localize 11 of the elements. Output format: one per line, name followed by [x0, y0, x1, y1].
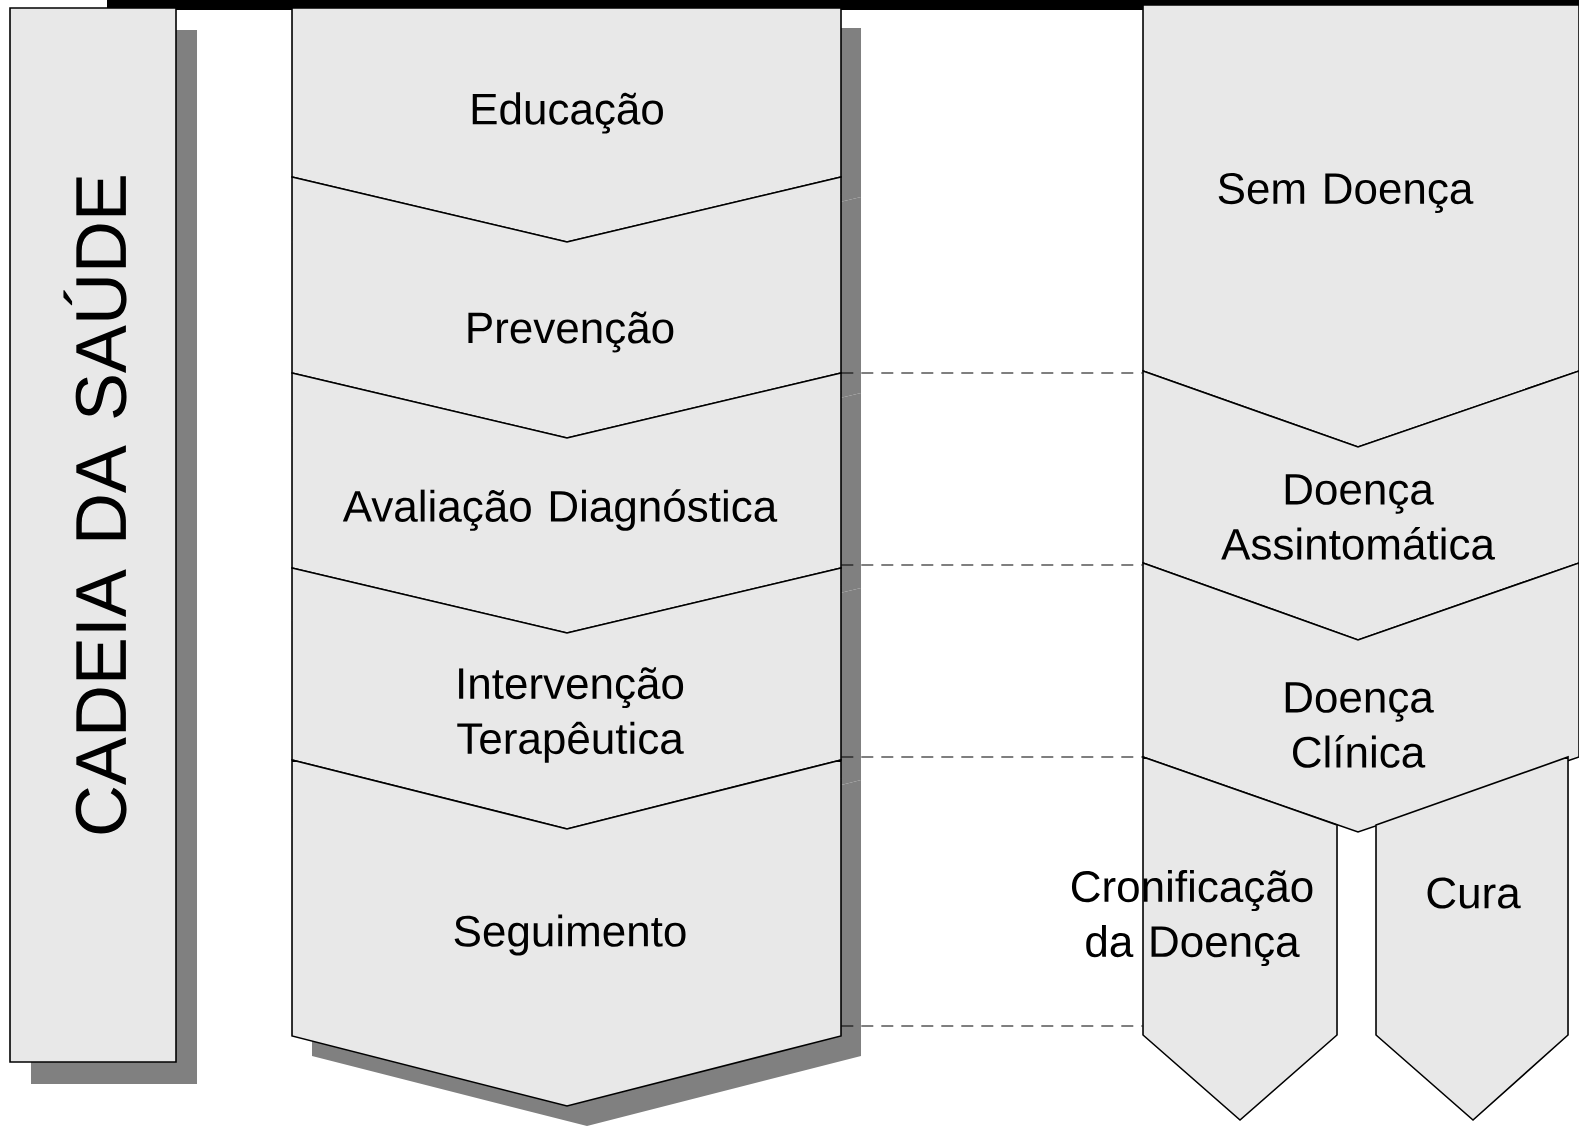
- dashed-connector: [840, 372, 1144, 374]
- dashed-connector: [840, 564, 1144, 566]
- vertical-label-box: CADEIA DA SAÚDE: [9, 7, 197, 1084]
- node-label: Doença Assintomática: [1221, 474, 1495, 560]
- chevron-band: Doença Assintomática: [1142, 369, 1579, 641]
- dashed-connector: [840, 756, 1144, 758]
- node-label: Sem Doença: [1218, 172, 1474, 214]
- chevron-band: Doença Clínica: [1142, 561, 1579, 833]
- chevron-band: Sem Doença: [1142, 4, 1579, 448]
- node-label: Cura: [1427, 877, 1521, 909]
- dashed-connector: [840, 1025, 1144, 1027]
